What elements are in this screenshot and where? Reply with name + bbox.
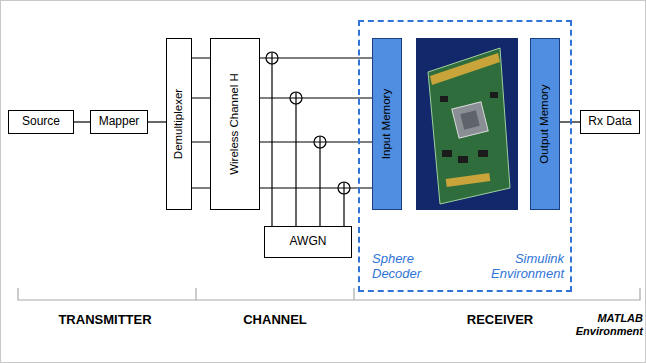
node-label: Demultiplexer [172, 44, 185, 204]
output-box: Rx Data [580, 110, 640, 134]
region-caption: Simulink Environment [468, 252, 564, 282]
signal-line [148, 121, 166, 122]
node-label: Source [22, 115, 60, 129]
node-label: Rx Data [588, 115, 631, 129]
node-label: Output Memory [538, 44, 551, 204]
memory-box: Input Memory [372, 38, 402, 210]
demultiplexer-box: Demultiplexer [166, 38, 192, 210]
environment-label: MATLAB Environment [563, 312, 643, 337]
node-label: Wireless Channel H [228, 44, 241, 204]
channel-box: Wireless Channel H [210, 38, 260, 210]
signal-line [260, 58, 372, 188]
section-label: TRANSMITTER [58, 312, 151, 327]
section-bracket [18, 288, 640, 300]
region-caption: Sphere Decoder [372, 252, 452, 282]
noise-box: AWGN [264, 226, 352, 258]
section-label: RECEIVER [467, 312, 533, 327]
node-label: Input Memory [380, 44, 393, 204]
signal-line [560, 121, 580, 122]
node-label: AWGN [290, 235, 327, 249]
fpga-board-picture [416, 38, 518, 210]
source-box: Source [8, 110, 74, 134]
receiver-region: Sphere Decoder Simulink Environment Input … [358, 20, 572, 292]
node-label: Mapper [99, 115, 140, 129]
mapper-box: Mapper [90, 110, 148, 134]
memory-box: Output Memory [530, 38, 560, 210]
signal-line [74, 121, 90, 122]
signal-line [192, 58, 210, 188]
noise-wires [272, 64, 344, 226]
adder-symbols [266, 52, 350, 194]
section-label: CHANNEL [243, 312, 307, 327]
